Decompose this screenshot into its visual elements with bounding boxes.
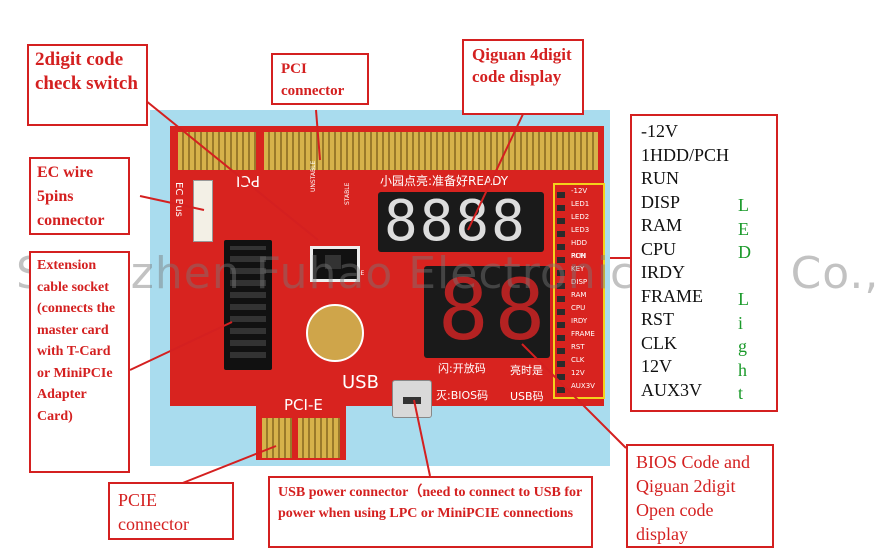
led-legend-item: RAM [641, 215, 683, 235]
led-silk-label: LED2 [571, 213, 590, 221]
led-legend-letter: h [738, 359, 747, 380]
code-check-switch [310, 246, 360, 282]
callout-pcie: PCIE connector [108, 482, 234, 540]
callout-usb: USB power connector（need to connect to U… [268, 476, 593, 548]
led-legend-item: -12V [641, 121, 678, 141]
led-legend-item: CPU [641, 238, 677, 259]
led-silk-label: RAM [571, 291, 587, 299]
led-silk-label: CPU [571, 304, 586, 312]
led-silk-label: DISP [571, 278, 588, 286]
pcie-silk: PCI-E [284, 396, 323, 414]
ec-5pin-connector [193, 180, 213, 242]
on-silk: 亮时是 [510, 364, 543, 377]
two-digit-value: 88 [438, 261, 552, 359]
callout-switch: 2digit code check switch [27, 44, 148, 126]
led-legend-item: IRDY [641, 262, 685, 282]
led-legend-letter: i [738, 312, 744, 333]
led-legend: -12V 1HDD/PCH RUN DISP RAM CPU IRDY FRAME RST CLK… [630, 114, 778, 412]
led-legend-item: AUX3V [641, 379, 702, 400]
ready-silk: 小园点亮:准备好READY [380, 174, 509, 188]
open-silk: 闪:开放码 [438, 362, 486, 375]
led-legend-item: CLK [641, 332, 677, 353]
led-legend-letter [738, 265, 751, 289]
led-silk-label: -12V [571, 187, 588, 195]
led-legend-letter: g [738, 336, 747, 356]
usb-micro-connector [392, 380, 432, 418]
usb-code-silk: USB码 [510, 390, 544, 403]
led-legend-items: -12V 1HDD/PCH RUN DISP RAM CPU IRDY FRAME RST CLK… [641, 120, 776, 402]
four-digit-display: 8888 [378, 192, 544, 252]
led-silk-label: RUN [571, 252, 587, 260]
pcie-gold-fingers-right [298, 418, 340, 458]
led-legend-letter: D [738, 242, 751, 262]
round-chip [306, 304, 364, 362]
led-legend-letter: L [738, 289, 749, 309]
callout-bios: BIOS Code and Qiguan 2digit Open code di… [626, 444, 774, 548]
callout-extension: Extension cable socket (connects the mas… [29, 251, 130, 473]
callout-ec: EC wire 5pins connector [29, 157, 130, 235]
bios-silk: 灭:BIOS码 [436, 389, 489, 402]
led-legend-item: RUN [641, 168, 680, 188]
led-legend-item: FRAME [641, 285, 704, 306]
led-silk-label: IRDY [571, 317, 588, 325]
led-legend-letter: L [738, 195, 749, 215]
led-silk-label: CLK [571, 356, 585, 364]
callout-pci: PCI connector [271, 53, 369, 105]
led-silk-label: RST [571, 343, 585, 351]
led-silk-label: LED1 [571, 200, 590, 208]
pcie-gold-fingers-left [262, 418, 292, 458]
led-silk-label: KEY [571, 265, 585, 273]
led-silk-label: AUX3V [571, 382, 595, 390]
led-legend-item: 12V [641, 356, 672, 376]
led-legend-letter: E [738, 218, 749, 239]
led-silk-label: LED3 [571, 226, 590, 234]
led-silk-label: HDD PCH [571, 239, 588, 260]
led-silk-label: 12V [571, 369, 585, 377]
led-legend-item: 1HDD/PCH [641, 144, 730, 165]
led-legend-item: RST [641, 309, 675, 329]
led-legend-item: DISP [641, 191, 681, 212]
two-digit-display: 88 [424, 261, 552, 359]
led-silk-label: FRAME [571, 330, 595, 338]
led-legend-letter: t [738, 383, 744, 403]
extension-cable-socket [224, 240, 272, 370]
callout-qiguan4: Qiguan 4digit code display [462, 39, 584, 115]
usb-silk: USB [342, 372, 379, 393]
four-digit-value: 8888 [384, 189, 527, 254]
